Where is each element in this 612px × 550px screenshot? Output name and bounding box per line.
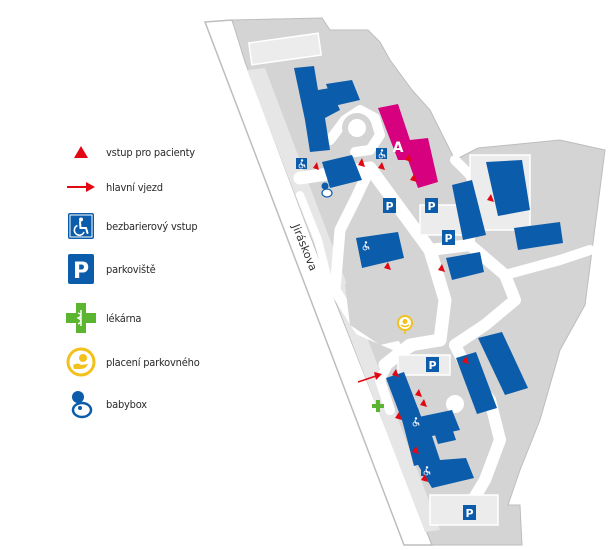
- coin-hand-icon: [397, 315, 413, 334]
- coin-hand-icon: [66, 347, 96, 377]
- parking-sign: P: [442, 230, 455, 245]
- svg-text:P: P: [73, 259, 89, 284]
- legend-item-parking-pay: placení parkovného: [66, 347, 200, 377]
- legend-label: placení parkovného: [106, 355, 200, 369]
- roundabout-bottom: [440, 389, 470, 419]
- accessible-markers: [296, 148, 432, 476]
- legend-item-main-entry: hlavní vjezd: [66, 172, 163, 202]
- pharmacy-cross-icon: [372, 400, 384, 412]
- parking-icon: P: [66, 254, 96, 284]
- building-a: [378, 104, 438, 188]
- parking-signs: P P P P P: [383, 198, 476, 520]
- legend-label: vstup pro pacienty: [106, 145, 195, 159]
- legend-label: bezbarierový vstup: [106, 219, 198, 233]
- parking-sign: P: [463, 505, 476, 520]
- parking-sign: P: [425, 198, 438, 213]
- map-legend: vstup pro pacienty hlavní vjezd bezbarie…: [0, 0, 240, 550]
- legend-item-accessible: bezbarierový vstup: [66, 211, 198, 241]
- babybox-icon: [321, 182, 333, 198]
- building-a-label: A: [393, 140, 404, 156]
- wheelchair-icon: [66, 211, 96, 241]
- parking-sign: P: [426, 357, 439, 372]
- legend-item-entrance: vstup pro pacienty: [66, 137, 195, 167]
- legend-item-babybox: babybox: [66, 389, 147, 419]
- wheelchair-icon: [296, 158, 307, 169]
- svg-text:P: P: [385, 200, 393, 213]
- parking-sign: P: [383, 198, 396, 213]
- legend-label: parkoviště: [106, 262, 156, 276]
- wheelchair-icon: [421, 465, 432, 476]
- legend-item-parking: P parkoviště: [66, 254, 156, 284]
- svg-text:P: P: [428, 359, 436, 372]
- roundabout-top: [342, 113, 372, 143]
- legend-label: lékárna: [106, 311, 142, 325]
- wheelchair-icon: [376, 148, 387, 159]
- entrance-markers: [313, 154, 494, 482]
- wheelchair-icon: [360, 240, 371, 251]
- svg-text:P: P: [444, 232, 452, 245]
- legend-item-pharmacy: lékárna: [66, 303, 141, 333]
- legend-label: hlavní vjezd: [106, 180, 163, 194]
- red-arrow-icon: [66, 172, 96, 202]
- pharmacy-cross-icon: [66, 303, 96, 333]
- babybox-icon: [66, 389, 96, 419]
- red-triangle-icon: [66, 137, 96, 167]
- main-entry-arrow: [357, 372, 382, 383]
- legend-label: babybox: [106, 397, 147, 411]
- svg-text:P: P: [465, 507, 473, 520]
- wheelchair-icon: [410, 416, 421, 427]
- svg-text:P: P: [427, 200, 435, 213]
